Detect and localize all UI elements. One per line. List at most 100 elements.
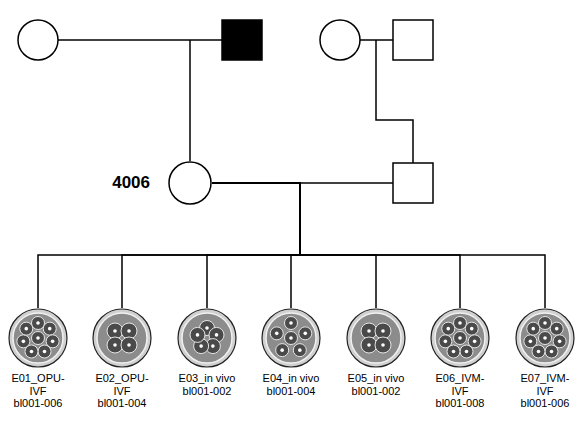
blastomere bbox=[32, 332, 45, 345]
embryo-node: E06_IVM-IVFbl001-008 bbox=[425, 308, 495, 410]
zona-pellucida bbox=[178, 309, 236, 367]
blastomere bbox=[293, 344, 306, 357]
embryo-label: E01_OPU-IVFbl001-006 bbox=[6, 372, 70, 410]
nucleus bbox=[367, 343, 371, 347]
nucleus bbox=[51, 340, 55, 344]
female-symbol bbox=[18, 20, 58, 60]
embryo-symbol bbox=[430, 308, 490, 368]
nucleus bbox=[458, 321, 462, 325]
nucleus bbox=[280, 348, 284, 352]
embryo-name: E04_in vivo bbox=[259, 372, 323, 385]
blastomere bbox=[276, 344, 289, 357]
embryo-symbol bbox=[515, 308, 575, 368]
blastomere bbox=[38, 345, 51, 358]
blastomere bbox=[270, 327, 283, 340]
blastomere bbox=[190, 327, 205, 342]
embryo-body bbox=[182, 313, 232, 363]
nucleus bbox=[531, 327, 535, 331]
embryo-label: E04_in vivobl001-004 bbox=[259, 372, 323, 397]
descent-connector bbox=[212, 183, 460, 308]
nucleus bbox=[465, 350, 469, 354]
nucleus bbox=[211, 344, 215, 348]
nucleus bbox=[36, 321, 40, 325]
nucleus bbox=[543, 336, 547, 340]
zona-pellucida bbox=[347, 309, 405, 367]
embryo-symbol bbox=[92, 308, 152, 368]
nucleus bbox=[303, 332, 307, 336]
blastomere bbox=[439, 335, 452, 348]
male-symbol bbox=[393, 163, 433, 203]
individual-id: 4006 bbox=[112, 173, 150, 193]
nucleus bbox=[558, 340, 562, 344]
nucleus bbox=[550, 350, 554, 354]
nucleus bbox=[381, 329, 385, 333]
nucleus bbox=[48, 327, 52, 331]
embryo-body bbox=[13, 313, 63, 363]
nucleus bbox=[43, 350, 47, 354]
nucleus bbox=[22, 340, 26, 344]
embryo-node: E05_in vivobl001-002 bbox=[341, 308, 411, 397]
nucleus bbox=[113, 329, 117, 333]
blastomere bbox=[545, 345, 558, 358]
zona-pellucida bbox=[516, 309, 574, 367]
embryo-id: bl001-008 bbox=[428, 397, 492, 410]
nucleus bbox=[458, 336, 462, 340]
descent-line bbox=[189, 40, 191, 161]
embryo-node: E03_in vivobl001-002 bbox=[172, 308, 242, 397]
embryo-symbol bbox=[346, 308, 406, 368]
embryo-label: E02_OPU-IVFbl001-004 bbox=[90, 372, 154, 410]
nucleus bbox=[367, 329, 371, 333]
embryo-node: E07_IVM-IVFbl001-006 bbox=[510, 308, 580, 410]
embryo-id: bl001-002 bbox=[344, 385, 408, 398]
embryo-node: E01_OPU-IVFbl001-006 bbox=[3, 308, 73, 410]
blastomere bbox=[454, 332, 467, 345]
descent-connector bbox=[212, 183, 300, 308]
blastomere bbox=[539, 317, 552, 330]
embryo-body bbox=[435, 313, 485, 363]
embryo-name: E02_OPU-IVF bbox=[90, 372, 154, 397]
nucleus bbox=[113, 343, 117, 347]
female-symbol bbox=[320, 20, 360, 60]
descent-connector bbox=[38, 183, 300, 308]
nucleus bbox=[470, 327, 474, 331]
blastomere bbox=[299, 327, 312, 340]
blastomere bbox=[43, 322, 56, 335]
embryo-id: bl001-004 bbox=[90, 397, 154, 410]
female-outline bbox=[169, 162, 211, 204]
embryo-body bbox=[351, 313, 401, 363]
blastomere bbox=[524, 335, 537, 348]
blastomere bbox=[20, 322, 33, 335]
descent-connector bbox=[122, 183, 300, 308]
blastomere bbox=[442, 322, 455, 335]
female-symbol bbox=[168, 161, 212, 205]
nucleus bbox=[473, 340, 477, 344]
blastomere bbox=[539, 332, 552, 345]
blastomere bbox=[121, 337, 137, 353]
nucleus bbox=[529, 340, 533, 344]
nucleus bbox=[36, 336, 40, 340]
descent-connector bbox=[212, 183, 376, 308]
embryo-name: E07_IVM-IVF bbox=[513, 372, 577, 397]
blastomere bbox=[460, 345, 473, 358]
nucleus bbox=[298, 348, 302, 352]
affected-male-symbol bbox=[222, 20, 262, 60]
embryo-label: E05_in vivobl001-002 bbox=[344, 372, 408, 397]
nucleus bbox=[30, 350, 34, 354]
nucleus bbox=[127, 343, 131, 347]
embryo-symbol bbox=[261, 308, 321, 368]
embryo-name: E01_OPU-IVF bbox=[6, 372, 70, 397]
embryo-node: E02_OPU-IVFbl001-004 bbox=[87, 308, 157, 410]
descent-connector bbox=[207, 183, 300, 308]
zona-pellucida bbox=[262, 309, 320, 367]
blastomere bbox=[285, 332, 298, 345]
embryo-node: E04_in vivobl001-004 bbox=[256, 308, 326, 397]
blastomere bbox=[454, 317, 467, 330]
zona-pellucida bbox=[431, 309, 489, 367]
nucleus bbox=[444, 340, 448, 344]
nucleus bbox=[381, 343, 385, 347]
nucleus bbox=[196, 333, 200, 337]
zona-pellucida bbox=[93, 309, 151, 367]
blastomere bbox=[527, 322, 540, 335]
embryo-symbol bbox=[177, 308, 237, 368]
